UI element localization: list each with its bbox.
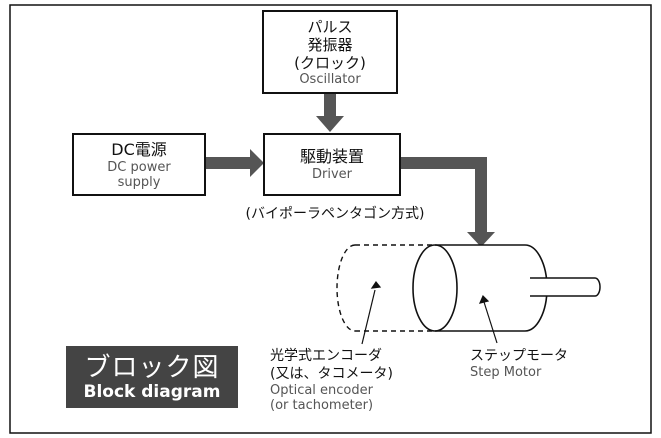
optical-encoder-shape [336, 244, 435, 332]
encoder-label: 光学式エンコーダ (又は、タコメータ) Optical encoder (or … [270, 347, 420, 413]
arrow-dc-to-driver [206, 149, 264, 177]
encoder-label-jp-2: (又は、タコメータ) [270, 366, 393, 382]
dc-supply-label-jp: DC電源 [111, 139, 167, 159]
dc-supply-box: DC電源 DC power supply [72, 133, 206, 196]
oscillator-label-jp-2: 発振器 [307, 35, 353, 54]
driver-label-jp: 駆動装置 [299, 147, 364, 166]
arrow-oscillator-to-driver [316, 94, 344, 132]
motor-label-en: Step Motor [470, 365, 542, 380]
oscillator-label-en: Oscillator [299, 71, 361, 87]
dc-supply-label-en-1: DC power [107, 159, 171, 175]
badge-title-en: Block diagram [83, 381, 221, 402]
outer-frame [9, 4, 652, 434]
oscillator-label-jp-1: パルス [307, 17, 353, 36]
badge-title-jp: ブロック図 [84, 352, 220, 383]
step-motor-shape [412, 244, 548, 332]
arrow-driver-to-motor [401, 157, 495, 247]
encoder-label-en-1: Optical encoder [270, 383, 373, 398]
motor-label: ステップモータ Step Motor [470, 347, 610, 380]
motor-label-jp: ステップモータ [470, 348, 568, 364]
oscillator-label-jp-3: (クロック) [294, 53, 366, 72]
block-diagram-badge: ブロック図 Block diagram [66, 346, 238, 408]
driver-method-note: (バイポーラペンタゴン方式) [245, 206, 425, 222]
driver-label-en: Driver [311, 167, 352, 182]
oscillator-box: パルス 発振器 (クロック) Oscillator [262, 10, 398, 94]
dc-supply-label-en-2: supply [117, 174, 161, 190]
pointer-lines [361, 280, 498, 345]
encoder-label-jp-1: 光学式エンコーダ [270, 348, 382, 364]
driver-box: 駆動装置 Driver [263, 133, 401, 196]
motor-shaft [530, 277, 601, 297]
encoder-label-en-2: (or tachometer) [270, 398, 374, 413]
